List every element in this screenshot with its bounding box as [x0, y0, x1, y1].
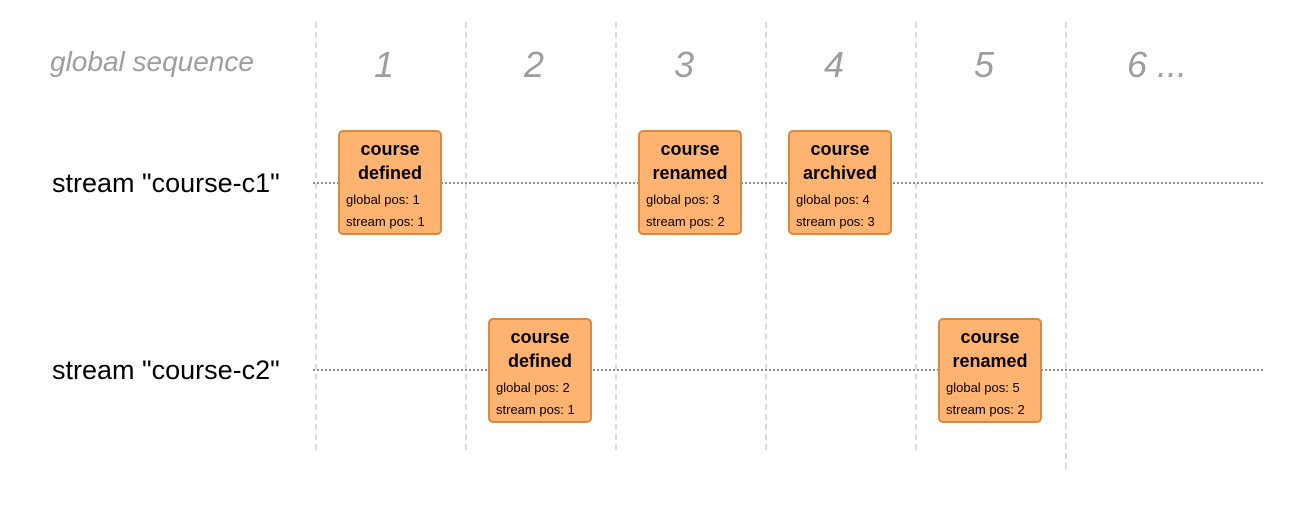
sequence-number-5: 5 [973, 44, 995, 85]
column-separator [315, 22, 317, 450]
event-stream-pos: stream pos: 1 [496, 402, 575, 417]
column-separator [915, 22, 917, 450]
event-stream-pos: stream pos: 2 [946, 402, 1025, 417]
event-course-defined: course defined global pos: 1 stream pos:… [338, 130, 442, 235]
event-name: course renamed [652, 139, 728, 183]
event-name: course renamed [952, 327, 1028, 371]
sequence-number-1: 1 [373, 44, 395, 85]
event-stream-pos: stream pos: 1 [346, 214, 425, 229]
event-stream-pos: stream pos: 3 [796, 214, 875, 229]
event-global-pos: global pos: 1 [346, 192, 420, 207]
event-course-renamed: course renamed global pos: 3 stream pos:… [638, 130, 742, 235]
global-sequence-label: global sequence [50, 46, 254, 77]
event-course-archived: course archived global pos: 4 stream pos… [788, 130, 892, 235]
sequence-number-4: 4 [823, 44, 845, 85]
column-separator [615, 22, 617, 450]
column-separator [465, 22, 467, 450]
stream-label-course-c2: stream "course-c2" [52, 355, 280, 385]
event-global-pos: global pos: 5 [946, 380, 1020, 395]
sequence-number-6: 6 ... [1126, 44, 1188, 85]
event-global-pos: global pos: 3 [646, 192, 720, 207]
event-name: course archived [802, 139, 878, 183]
event-name: course defined [357, 139, 422, 183]
sequence-number-2: 2 [523, 44, 545, 85]
column-separator [765, 22, 767, 450]
event-stream-pos: stream pos: 2 [646, 214, 725, 229]
event-name: course defined [507, 327, 572, 371]
sequence-number-3: 3 [673, 44, 695, 85]
event-course-defined: course defined global pos: 2 stream pos:… [488, 318, 592, 423]
stream-label-course-c1: stream "course-c1" [52, 168, 280, 198]
event-global-pos: global pos: 2 [496, 380, 570, 395]
column-separator [1065, 22, 1067, 469]
event-global-pos: global pos: 4 [796, 192, 870, 207]
stream-line-course-c2 [313, 369, 1263, 371]
event-course-renamed: course renamed global pos: 5 stream pos:… [938, 318, 1042, 423]
